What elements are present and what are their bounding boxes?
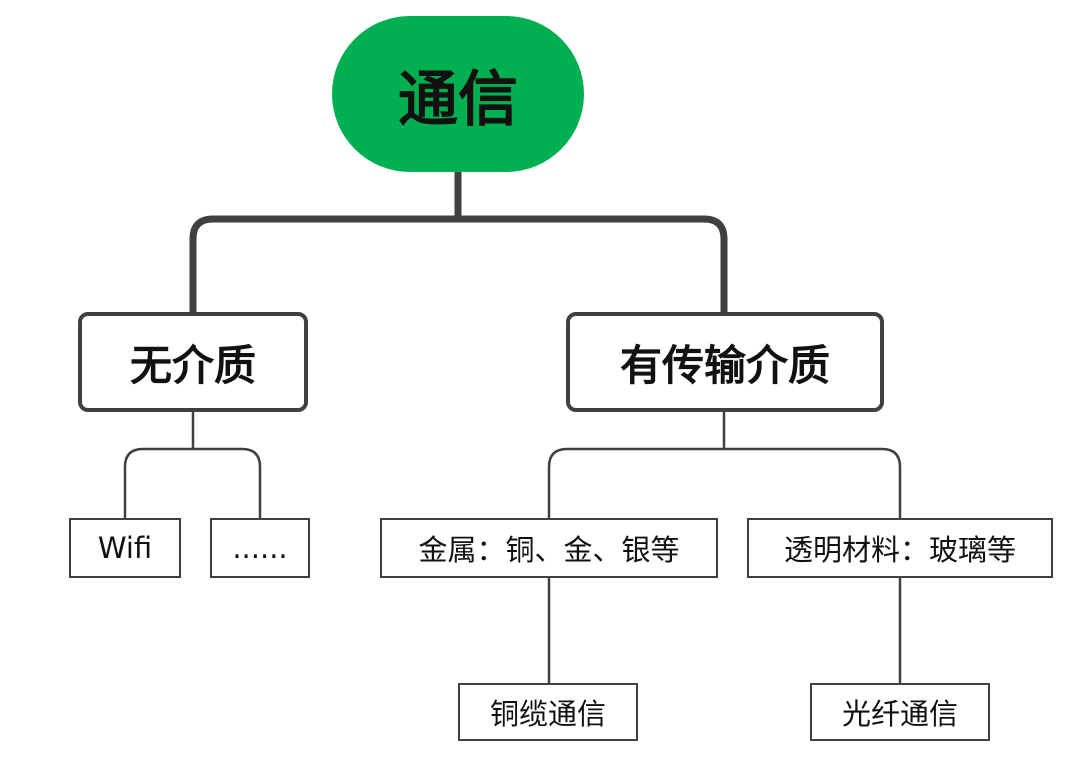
connector-wireless-to-children xyxy=(123,412,262,518)
wifi-node: Wifi xyxy=(69,518,181,578)
wireless-node: 无介质 xyxy=(78,312,308,412)
root-node: 通信 xyxy=(332,16,584,172)
fiber-optic-node: 光纤通信 xyxy=(810,683,990,741)
copper-cable-node: 铜缆通信 xyxy=(458,683,638,741)
ellipsis-node: ...... xyxy=(210,518,310,578)
connector-wired-to-children xyxy=(547,412,902,518)
wired-medium-node: 有传输介质 xyxy=(566,312,884,412)
transparent-material-node: 透明材料：玻璃等 xyxy=(747,518,1053,578)
connector-root-to-level1 xyxy=(189,172,728,312)
metal-node: 金属：铜、金、银等 xyxy=(380,518,718,578)
